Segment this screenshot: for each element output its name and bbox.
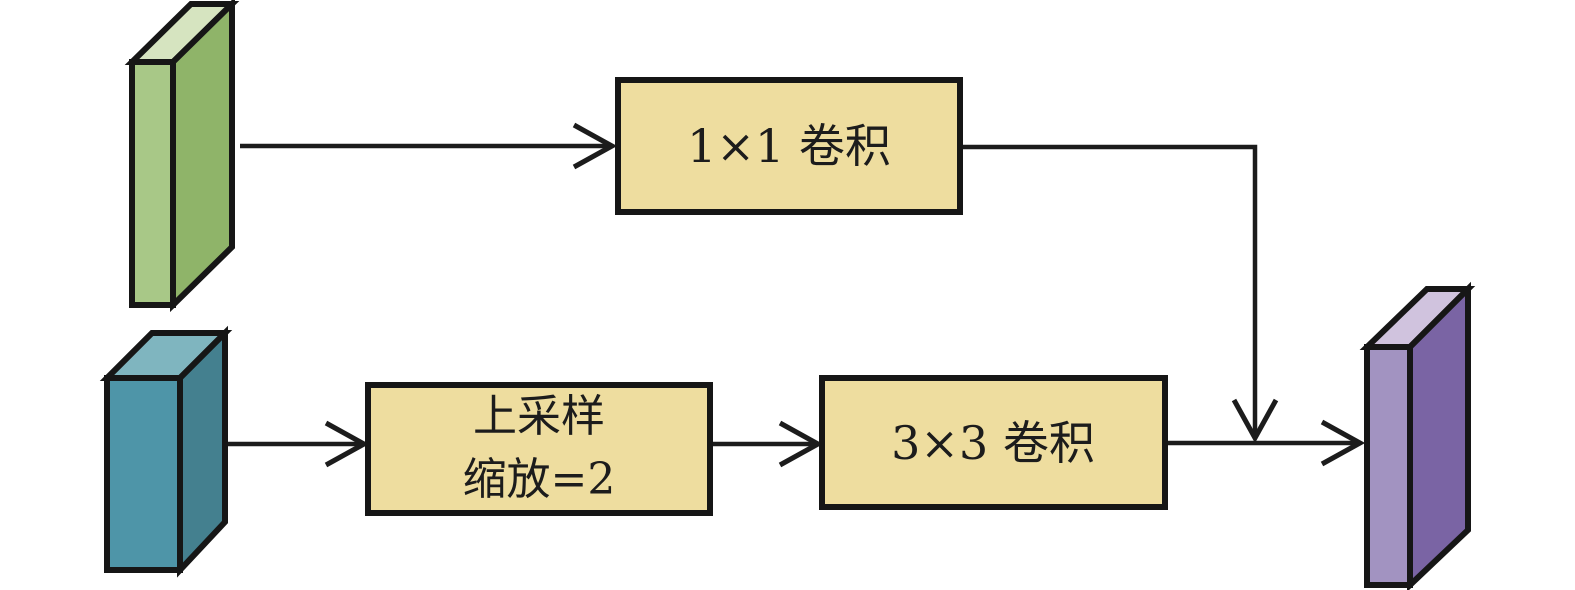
teal-box-side-face — [177, 325, 228, 578]
node-upsample: 上采样 缩放=2 — [365, 382, 713, 516]
arrow-upsample-to-conv3x3 — [710, 420, 824, 468]
arrow-right-icon — [324, 420, 370, 468]
upsample-box — [365, 382, 713, 516]
node-conv1x1: 1×1 卷积 — [615, 77, 963, 215]
green-slab-front-face — [129, 59, 176, 308]
purple-slab-front-face — [1364, 344, 1413, 588]
arrow-right-icon — [572, 122, 618, 170]
arrow-down-icon — [1231, 398, 1279, 444]
conv1x1-label: 1×1 卷积 — [687, 119, 891, 173]
arrow-shaft — [960, 144, 1258, 434]
arrow-conv1x1-to-merge — [960, 144, 1279, 444]
output-feature-map-purple — [1359, 281, 1476, 590]
arrow-right-icon — [1320, 419, 1366, 467]
node-conv3x3: 3×3 卷积 — [819, 375, 1168, 510]
arrow-green-to-conv1x1 — [240, 122, 618, 170]
conv3x3-label: 3×3 卷积 — [891, 416, 1095, 470]
input-feature-map-green — [124, 0, 240, 313]
conv1x1-box — [615, 77, 963, 215]
arrow-right-icon — [778, 420, 824, 468]
arrow-teal-to-upsample — [228, 420, 370, 468]
arrow-conv3x3-to-output — [1165, 419, 1366, 467]
green-slab-side-face — [170, 0, 235, 313]
upsample-label-line1: 上采样 — [473, 391, 605, 442]
teal-box-front-face — [104, 375, 183, 573]
upsample-label-line2: 缩放=2 — [463, 454, 616, 505]
input-feature-map-teal — [99, 325, 233, 578]
conv3x3-box — [819, 375, 1168, 510]
